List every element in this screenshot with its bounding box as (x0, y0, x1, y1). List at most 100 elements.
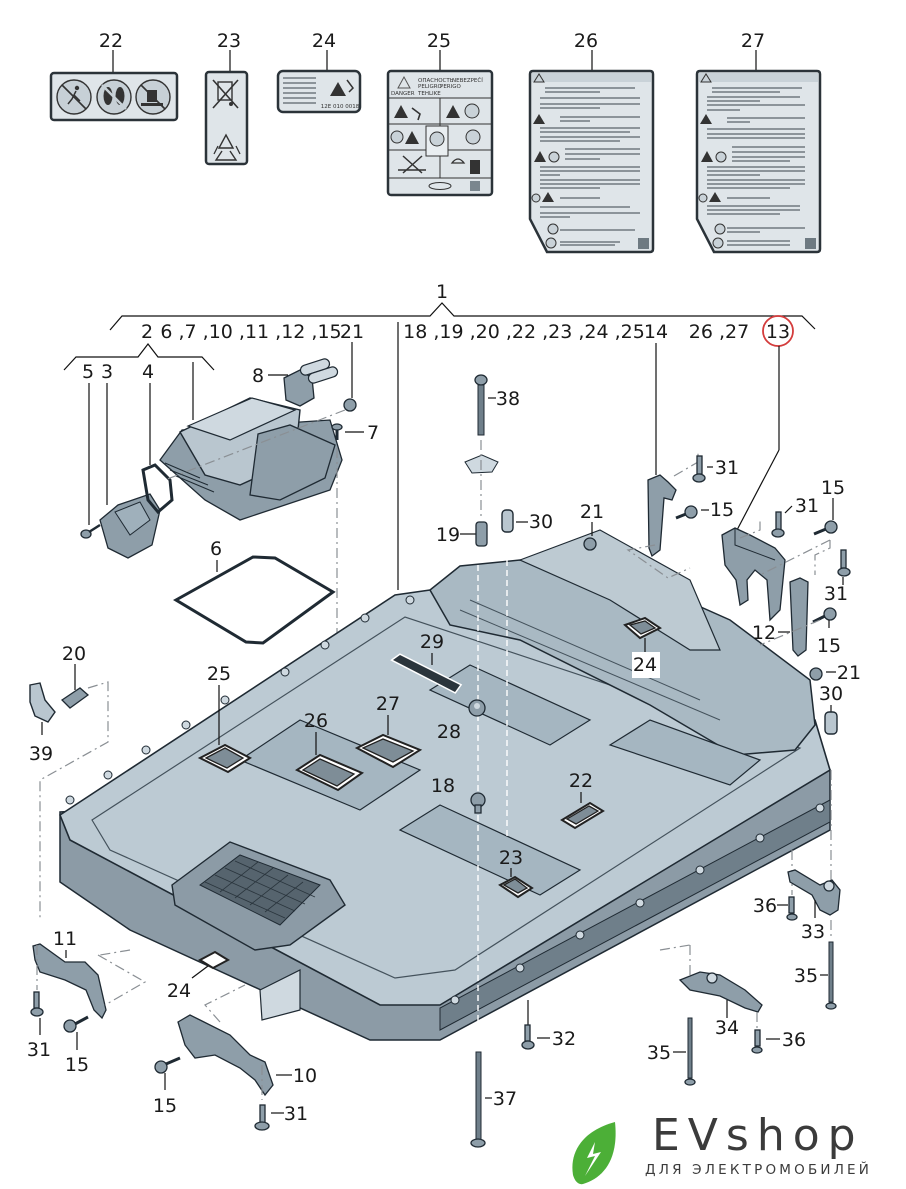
screw-31-a[interactable]: 31 (692, 455, 739, 483)
spacer-30-right[interactable]: 30 (819, 683, 843, 735)
bolt-35-b[interactable]: 35 (647, 1017, 696, 1086)
callout-34: 34 (715, 1017, 739, 1039)
callout-15: 15 (710, 499, 734, 521)
crossed-out-bin-icon (212, 79, 239, 109)
label-sticker-24[interactable]: 24 12E 010 0018 (276, 30, 362, 114)
callout-group-26-27: 26 ,27 (689, 321, 749, 343)
svg-text:TEHLIKE: TEHLIKE (417, 91, 441, 97)
callout-14: 14 (644, 321, 668, 343)
mount-34[interactable]: 34 (678, 945, 763, 1039)
tray-mounting-studs (65, 595, 825, 1005)
label-position-24-front[interactable]: 24 (167, 950, 231, 1002)
instruction-text-lines (540, 87, 640, 246)
callout-31: 31 (824, 583, 848, 605)
callout-8: 8 (252, 365, 264, 387)
bracket-13[interactable] (721, 527, 786, 622)
svg-text:PERIGO: PERIGO (440, 84, 461, 90)
grommet-28[interactable]: 28 (437, 699, 486, 743)
spacer-30[interactable]: 30 (501, 509, 553, 533)
callout-15: 15 (817, 635, 841, 657)
fire-warning-icon (542, 192, 554, 202)
callout-24: 24 (312, 30, 336, 52)
callout-35: 35 (647, 1042, 671, 1064)
bolt-35-a[interactable]: 35 (794, 920, 837, 1010)
electronics-housing[interactable] (159, 397, 343, 521)
leaf-lightning-icon (572, 1122, 616, 1185)
screw-36-a[interactable]: 36 (753, 850, 798, 921)
callout-30: 30 (529, 511, 553, 533)
callout-36: 36 (753, 895, 777, 917)
no-lifting-icon (398, 155, 426, 174)
svg-text:ОПАСНОСТЬ: ОПАСНОСТЬ (418, 78, 454, 84)
seal-gasket-6[interactable]: 6 (173, 538, 336, 645)
high-voltage-warning-icon (330, 79, 354, 96)
mount-33[interactable]: 33 (787, 869, 841, 943)
qr-code-icon (638, 238, 649, 249)
bolt-15-d[interactable]: 15 (63, 1015, 89, 1076)
label-position-26[interactable]: 26 (294, 710, 365, 792)
callout-23-tray: 23 (499, 847, 523, 869)
bolt-15-b[interactable]: 15 (813, 477, 845, 536)
bolt-37[interactable]: 37 (470, 1051, 517, 1148)
label-position-27[interactable]: 27 (354, 693, 423, 769)
callout-5: 5 (82, 361, 94, 383)
callout-26: 26 (574, 30, 598, 52)
vent-valve-group[interactable]: 20 39 (29, 643, 109, 920)
svg-text:PELIGRO: PELIGRO (418, 84, 443, 90)
callout-7: 7 (367, 422, 379, 444)
bracket-12[interactable]: 12 (752, 577, 809, 657)
bolt-15-e[interactable]: 15 (153, 1056, 181, 1117)
highlight-ring (762, 315, 794, 347)
bracket-14[interactable] (647, 474, 677, 558)
bolt-18[interactable]: 18 (431, 775, 486, 814)
label-sticker-26[interactable]: 26 (528, 30, 655, 254)
hv-connector-8[interactable] (283, 358, 339, 407)
label-sticker-25[interactable]: 25 ОПАСНОСТЬ NEBEZPEČÍ PELIGRO PERIGO DA… (386, 30, 494, 197)
nut-21-right[interactable]: 21 (809, 662, 861, 684)
gasket-4[interactable] (141, 463, 174, 515)
bracket-10[interactable]: 10 (177, 1014, 317, 1097)
corrosive-warning-icon (701, 151, 713, 162)
brand-tagline: ДЛЯ ЭЛЕКТРОМОБИЛЕЙ (645, 1162, 873, 1178)
label-position-25[interactable]: 25 (197, 663, 252, 774)
callout-21: 21 (580, 501, 604, 523)
label-sticker-23[interactable]: 23 (204, 30, 249, 166)
label-sticker-22[interactable]: 22 (49, 30, 179, 122)
label-position-23[interactable]: 23 (498, 847, 534, 899)
screw-31-b[interactable]: 31 (771, 495, 819, 538)
bolt-15-a[interactable]: 15 (675, 499, 734, 521)
warning-triangle-icon (533, 73, 545, 83)
nut-21-mid[interactable]: 21 (580, 501, 604, 551)
label-sticker-27[interactable]: 27 (695, 30, 822, 254)
label-position-22[interactable]: 22 (560, 770, 605, 830)
callout-3: 3 (101, 361, 113, 383)
instruction-text-lines (707, 87, 805, 246)
warning-triangle-icon (446, 105, 460, 118)
callout-27: 27 (741, 30, 765, 52)
bracket-11[interactable]: 11 (32, 928, 107, 1020)
screw-32[interactable]: 32 (521, 1000, 576, 1050)
callout-29: 29 (420, 631, 444, 653)
electronics-housing-group[interactable]: 5 3 4 8 (80, 342, 379, 895)
screw-31-c[interactable]: 31 (824, 549, 851, 605)
bolt-38[interactable]: 38 (474, 374, 520, 436)
screw-5[interactable] (80, 523, 101, 539)
strap-29[interactable]: 29 (390, 631, 463, 694)
callout-21-top: 21 (340, 321, 364, 343)
screw-36-b[interactable]: 36 (751, 1012, 806, 1054)
fire-warning-icon (405, 131, 419, 144)
multilingual-warning-text (283, 77, 316, 104)
spacer-19[interactable]: 19 (436, 521, 488, 547)
nut-21[interactable] (343, 398, 357, 412)
qr-code-icon (470, 181, 480, 191)
callout-21: 21 (837, 662, 861, 684)
label-position-24-top[interactable]: 24 (623, 616, 662, 678)
bolt-7[interactable] (331, 423, 343, 440)
keep-children-away-icon (465, 129, 481, 145)
screw-31-e[interactable]: 31 (254, 1103, 308, 1131)
screw-31-d[interactable]: 31 (27, 991, 51, 1061)
callout-18: 18 (431, 775, 455, 797)
bolt-15-c[interactable]: 15 (812, 607, 841, 657)
callout-group-6-15: 6 ,7 ,10 ,11 ,12 ,15 (160, 321, 341, 343)
